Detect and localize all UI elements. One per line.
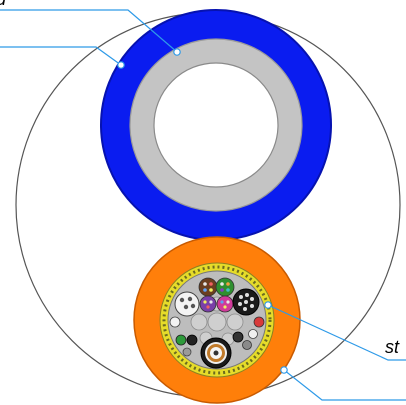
conductor-dot (220, 282, 224, 286)
conductor-dot (209, 300, 213, 304)
coax-center-conductor (213, 350, 219, 356)
conductor-dot (245, 293, 249, 297)
bundle-white-large (174, 291, 200, 317)
small-core-gray-left (182, 347, 192, 357)
filler-circle (226, 313, 244, 331)
small-core-gray (242, 340, 252, 350)
label-right-partial: st (385, 337, 400, 357)
conductor-dot (239, 295, 243, 299)
conductor-dot (250, 304, 254, 308)
conductor-dot (187, 296, 193, 302)
conductor-dot (203, 288, 207, 292)
leader-dots (117, 48, 288, 374)
leader-dot-top (173, 48, 181, 56)
leader-dot-right-armor (264, 301, 272, 309)
conductor-dot (226, 282, 230, 286)
conductor-dot (226, 300, 230, 304)
conductor-dot (250, 297, 254, 301)
conductor-dot (203, 300, 207, 304)
leader-lines (0, 9, 406, 401)
conductor-dot (226, 288, 230, 292)
small-core-black (186, 334, 198, 346)
label-top-partial: d (0, 0, 7, 9)
bundle-purple-circle (199, 295, 217, 313)
small-core-white-left (169, 316, 181, 328)
leader-line-top (0, 9, 178, 53)
conductor-dot (243, 307, 247, 311)
upper-inner-bore (153, 62, 279, 188)
small-core-green (175, 334, 187, 346)
small-core-dark (232, 331, 244, 343)
conductor-dot (179, 297, 185, 303)
lower-armor-hatch (162, 265, 272, 375)
leader-line-upper-left (0, 46, 122, 66)
conductor-dot (220, 300, 224, 304)
bundle-purple (199, 295, 217, 313)
conductor-dot (223, 305, 227, 309)
small-core-red (253, 316, 265, 328)
leader-line-right-orange (283, 369, 406, 401)
bundle-magenta (216, 295, 234, 313)
conductor-dot (190, 303, 196, 309)
conductor-dot (203, 282, 207, 286)
conductor-dot (220, 288, 224, 292)
leader-dot-right-orange (280, 366, 288, 374)
bundle-brown-circle (198, 277, 218, 297)
conductor-dot (206, 305, 210, 309)
filler-circle (190, 313, 208, 331)
filler-circle (207, 312, 227, 332)
bundle-green-circle (215, 277, 235, 297)
conductor-dot (209, 288, 213, 292)
leader-dot-upper-left (117, 61, 125, 69)
leader-line-right-armor (267, 304, 406, 361)
bundle-green (215, 277, 235, 297)
conductor-dot (183, 304, 189, 310)
conductor-dot (238, 302, 242, 306)
bundle-white-large-circle (174, 291, 200, 317)
bundle-black-large (232, 288, 260, 316)
coax-core (200, 337, 232, 369)
conductor-dot (209, 282, 213, 286)
bundle-magenta-circle (216, 295, 234, 313)
small-core-white (248, 329, 258, 339)
conductor-dot (244, 300, 248, 304)
bundle-brown (198, 277, 218, 297)
